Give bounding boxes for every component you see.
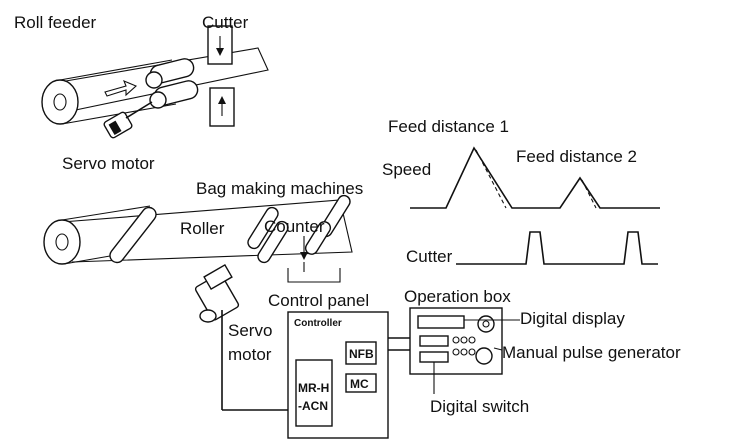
- servo-motor-left-label-2: motor: [228, 345, 272, 364]
- servo-motor-left-label-1: Servo: [228, 321, 272, 340]
- operation-box: [409, 307, 520, 394]
- bag-making-label: Bag making machines: [196, 179, 363, 198]
- digital-switch-label: Digital switch: [430, 397, 529, 416]
- controller-label: Controller: [294, 318, 342, 329]
- control-panel-label: Control panel: [268, 291, 369, 310]
- mc-label: MC: [350, 377, 369, 391]
- cutter-timing-graph: [456, 231, 658, 265]
- bag-making-machine-illustration: [43, 194, 353, 283]
- amplifier-label-1: MR-H: [298, 381, 329, 395]
- servo-motor-top-label: Servo motor: [62, 154, 155, 173]
- speed-timing-graph: [410, 146, 660, 209]
- cutter-top-label: Cutter: [202, 13, 249, 32]
- counter-label: Counter: [264, 217, 325, 236]
- feed-distance-1-label: Feed distance 1: [388, 117, 509, 136]
- cutter-graph-label: Cutter: [406, 247, 453, 266]
- amplifier-label-2: -ACN: [298, 399, 328, 413]
- servo-motor-illustration: [194, 263, 288, 411]
- controller-cabinet: [287, 311, 410, 439]
- operation-box-label: Operation box: [404, 287, 511, 306]
- roll-feeder-illustration: [41, 25, 269, 139]
- speed-label: Speed: [382, 160, 431, 179]
- feed-distance-2-label: Feed distance 2: [516, 147, 637, 166]
- roller-label: Roller: [180, 219, 225, 238]
- digital-display-label: Digital display: [520, 309, 625, 328]
- roll-feeder-label: Roll feeder: [14, 13, 97, 32]
- nfb-label: NFB: [349, 347, 374, 361]
- manual-pulse-generator-label: Manual pulse generator: [502, 343, 681, 362]
